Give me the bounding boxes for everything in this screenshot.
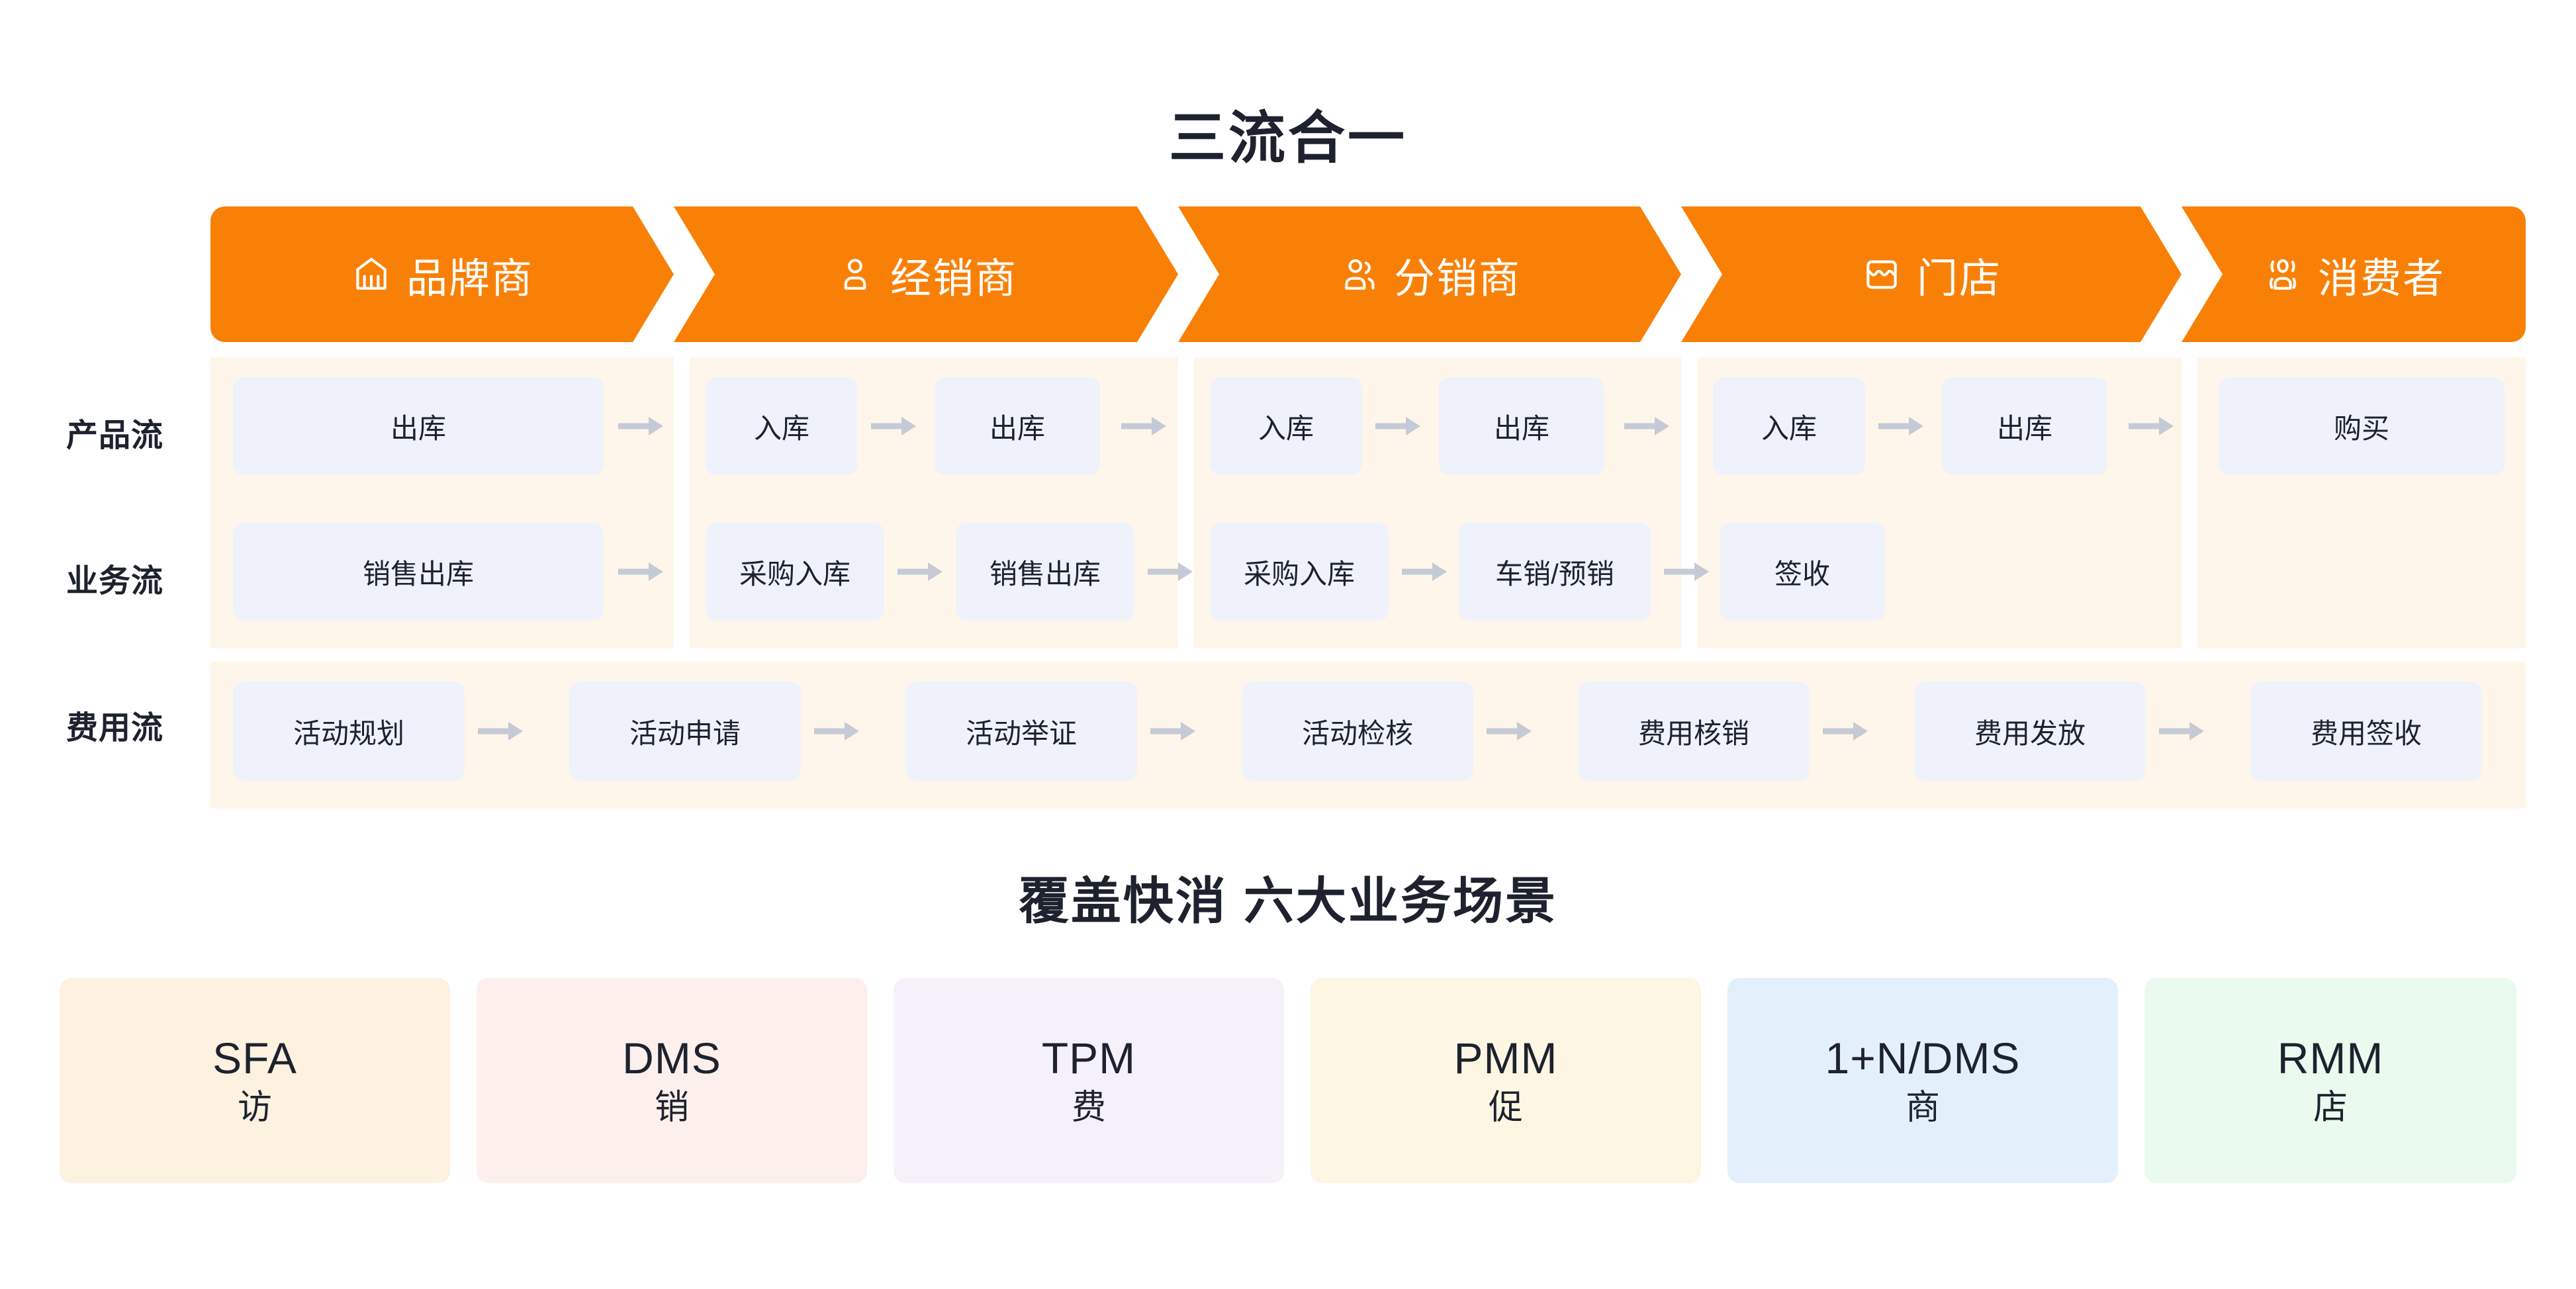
scenario-card-1plusn-dms[interactable]: 1+N/DMS 商 xyxy=(1727,978,2118,1183)
scenario-code: 1+N/DMS xyxy=(1825,1034,2021,1083)
flow-arrow xyxy=(811,718,862,744)
flow-cell[interactable]: 出库 xyxy=(233,377,604,475)
flow-arrow xyxy=(2156,718,2207,744)
row-label-product-flow: 产品流 xyxy=(66,418,164,453)
scenario-card-sfa[interactable]: SFA 访 xyxy=(60,978,450,1183)
scenario-card-list: SFA 访 DMS 销 TPM 费 PMM 促 1+N/DMS 商 RMM 店 xyxy=(60,978,2516,1183)
flow-arrow xyxy=(1820,718,1870,744)
row-label-business-flow: 业务流 xyxy=(66,564,164,599)
flow-arrow xyxy=(1876,413,1926,439)
flow-cell[interactable]: 费用签收 xyxy=(2250,682,2482,781)
flow-cell[interactable]: 出库 xyxy=(935,377,1100,475)
flow-cell[interactable]: 采购入库 xyxy=(706,523,884,621)
flow-cell[interactable]: 购买 xyxy=(2219,377,2505,475)
flow-cell[interactable]: 出库 xyxy=(1942,377,2107,475)
flow-cell[interactable]: 采购入库 xyxy=(1210,523,1389,621)
chevron-label: 分销商 xyxy=(1393,255,1521,302)
flow-cell[interactable]: 入库 xyxy=(1210,377,1362,475)
scenario-card-rmm[interactable]: RMM 店 xyxy=(2144,978,2516,1183)
flow-arrow xyxy=(616,413,666,439)
flow-cell[interactable]: 车销/预销 xyxy=(1459,523,1651,621)
chevron-label: 门店 xyxy=(1916,255,2001,302)
scenario-card-tpm[interactable]: TPM 费 xyxy=(894,978,1284,1183)
flow-arrow xyxy=(1145,558,1195,585)
flow-arrow xyxy=(2126,413,2176,439)
scenario-card-pmm[interactable]: PMM 促 xyxy=(1311,978,1701,1183)
chevron-dealer[interactable]: 经销商 xyxy=(674,206,1178,342)
store-icon xyxy=(1861,254,1902,295)
flow-cell[interactable]: 活动检核 xyxy=(1242,682,1473,781)
row-label-cost-flow: 费用流 xyxy=(66,711,164,746)
bank-icon xyxy=(351,254,392,295)
users-icon xyxy=(1338,254,1379,295)
user-icon xyxy=(835,254,876,295)
scenario-code: PMM xyxy=(1453,1034,1558,1083)
page-title: 三流合一 xyxy=(1169,107,1407,170)
chevron-distributor[interactable]: 分销商 xyxy=(1178,206,1681,342)
flow-arrow xyxy=(1373,413,1423,439)
chevron-label: 消费者 xyxy=(2317,255,2445,302)
flow-cell[interactable]: 费用核销 xyxy=(1578,682,1810,781)
scenario-cn: 促 xyxy=(1488,1088,1523,1127)
chevron-consumer[interactable]: 消费者 xyxy=(2182,206,2526,342)
scenario-cn: 店 xyxy=(2313,1088,2348,1127)
flow-arrow xyxy=(1399,558,1449,585)
section-subtitle: 覆盖快消 六大业务场景 xyxy=(1018,873,1558,930)
flow-arrow xyxy=(1661,558,1712,585)
scenario-code: DMS xyxy=(622,1034,721,1083)
chevron-label: 经销商 xyxy=(890,255,1017,302)
flow-cell[interactable]: 活动规划 xyxy=(233,682,465,781)
scenario-code: SFA xyxy=(212,1034,297,1083)
scenario-code: RMM xyxy=(2277,1034,2384,1083)
flow-arrow xyxy=(616,558,666,585)
chevron-store[interactable]: 门店 xyxy=(1681,206,2182,342)
flow-cell[interactable]: 活动申请 xyxy=(569,682,801,781)
flow-arrow xyxy=(1484,718,1534,744)
flow-cell[interactable]: 费用发放 xyxy=(1914,682,2146,781)
flow-cell[interactable]: 销售出库 xyxy=(956,523,1134,621)
flow-cell[interactable]: 入库 xyxy=(1713,377,1865,475)
scenario-code: TPM xyxy=(1041,1034,1136,1083)
flow-arrow xyxy=(1622,413,1672,439)
flow-arrow xyxy=(868,413,919,439)
flow-arrow xyxy=(1148,718,1198,744)
flow-arrow xyxy=(1119,413,1169,439)
channel-chevron-band: 品牌商 经销商 分销商 xyxy=(210,206,2526,342)
scenario-cn: 销 xyxy=(654,1088,689,1127)
flow-cell[interactable]: 活动举证 xyxy=(905,682,1137,781)
flow-cell[interactable]: 入库 xyxy=(706,377,858,475)
flow-cell[interactable]: 销售出库 xyxy=(233,523,604,621)
flow-cell[interactable]: 签收 xyxy=(1720,523,1885,621)
scenario-cn: 费 xyxy=(1071,1088,1106,1127)
scenario-card-dms[interactable]: DMS 销 xyxy=(477,978,867,1183)
consumer-icon xyxy=(2269,259,2297,290)
scenario-cn: 商 xyxy=(1905,1088,1940,1127)
scenario-cn: 访 xyxy=(237,1088,272,1127)
flow-cell[interactable]: 出库 xyxy=(1439,377,1604,475)
flow-arrow xyxy=(895,558,945,585)
chevron-label: 品牌商 xyxy=(406,255,533,302)
flow-arrow xyxy=(475,718,526,744)
chevron-brand[interactable]: 品牌商 xyxy=(210,206,674,342)
